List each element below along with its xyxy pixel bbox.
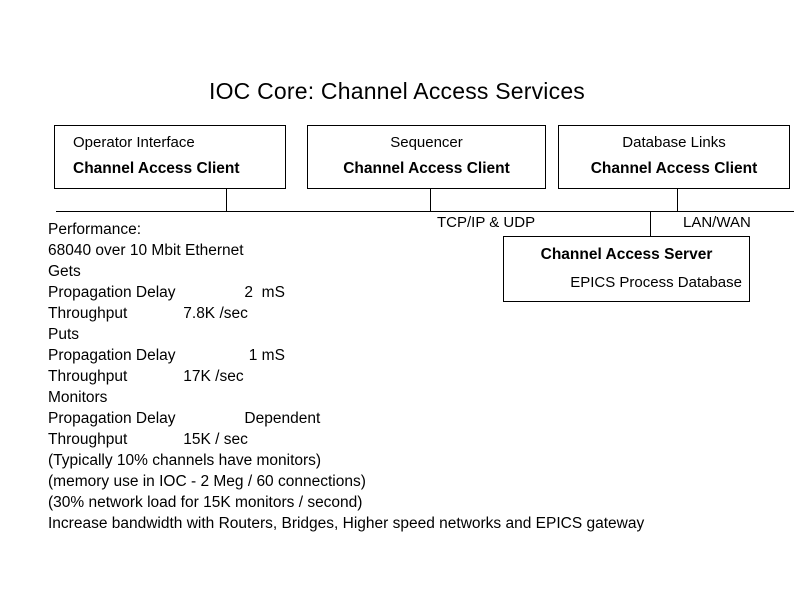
client-box-title: Operator Interface [73,134,195,151]
performance-line: Throughput 7.8K /sec [48,305,248,322]
performance-line: Throughput 15K / sec [48,431,248,448]
client-box-title: Database Links [622,134,726,151]
performance-line: Throughput 17K /sec [48,368,244,385]
performance-line: (memory use in IOC - 2 Meg / 60 connecti… [48,473,366,490]
client-box-title: Sequencer [390,134,463,151]
client-box-operator-interface: Operator Interface Channel Access Client [54,125,286,189]
connector-bus-to-server [650,211,651,237]
connector-dblinks-to-bus [677,189,678,211]
performance-line: (Typically 10% channels have monitors) [48,452,322,469]
server-box-subtitle: EPICS Process Database [570,273,742,291]
connector-operator-to-bus [226,189,227,211]
performance-line: Gets [48,263,81,280]
performance-line: (30% network load for 15K monitors / sec… [48,494,363,511]
performance-line: Monitors [48,389,108,406]
server-box-channel-access-server: Channel Access Server EPICS Process Data… [503,236,750,302]
performance-line: Propagation Delay 2 mS [48,284,285,301]
connector-sequencer-to-bus [430,189,431,211]
client-box-role: Channel Access Client [590,160,758,177]
performance-line: Propagation Delay 1 mS [48,347,285,364]
client-box-role: Channel Access Client [73,160,240,177]
performance-line: Puts [48,326,80,343]
client-box-role: Channel Access Client [343,160,510,177]
page-title: IOC Core: Channel Access Services [208,78,586,104]
performance-line: 68040 over 10 Mbit Ethernet [48,242,244,259]
server-box-title: Channel Access Server [540,245,713,263]
network-transport-label: TCP/IP & UDP [437,214,536,231]
client-box-database-links: Database Links Channel Access Client [558,125,790,189]
performance-line: Performance: [48,221,142,238]
network-bus-line [56,211,794,212]
network-medium-label: LAN/WAN [683,214,751,231]
performance-line: Increase bandwidth with Routers, Bridges… [48,515,645,532]
performance-line: Propagation Delay Dependent [48,410,321,427]
client-box-sequencer: Sequencer Channel Access Client [307,125,546,189]
